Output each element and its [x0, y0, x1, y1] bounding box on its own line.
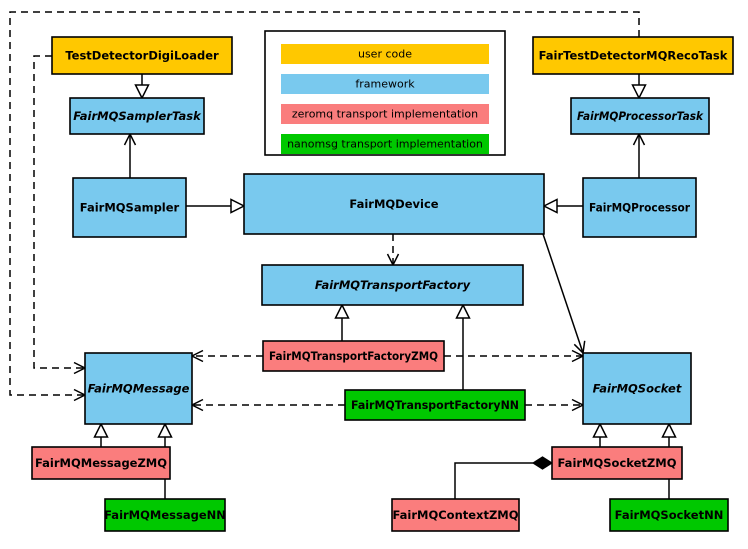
edge-FairMQSampler-to-FairMQDevice — [186, 198, 246, 214]
edge-FairMQContextZMQ-to-FairMQSocketZMQ — [454, 456, 554, 499]
generalization-arrowhead — [334, 303, 350, 319]
edge-line — [542, 233, 584, 354]
class-node-FairMQSamplerTask[interactable]: FairMQSamplerTask — [69, 97, 205, 135]
edge-FairMQProcessor-to-FairMQProcessorTask — [632, 132, 646, 178]
edge-FairMQProcessor-to-FairMQDevice — [542, 198, 583, 214]
edge-line — [9, 11, 640, 396]
class-node-box[interactable] — [261, 264, 524, 306]
class-node-FairMQSocket[interactable]: FairMQSocket — [582, 352, 692, 425]
edge-line — [454, 462, 533, 499]
class-node-FairMQTransportFactoryNN[interactable]: FairMQTransportFactoryNN — [344, 389, 526, 421]
edges-layer — [9, 11, 677, 499]
legend-item-3: nanomsg transport implementation — [281, 134, 489, 154]
class-node-box[interactable] — [344, 389, 526, 421]
legend-layer: user code framework zeromq transport imple… — [264, 30, 506, 156]
class-node-FairMQDevice[interactable]: FairMQDevice — [243, 173, 545, 235]
class-node-box[interactable] — [262, 340, 445, 372]
class-node-box[interactable] — [51, 36, 233, 75]
class-node-FairMQProcessor[interactable]: FairMQProcessor — [582, 177, 697, 238]
class-node-box[interactable] — [72, 177, 187, 238]
class-node-FairMQTransportFactory[interactable]: FairMQTransportFactory — [261, 264, 524, 306]
legend-swatch — [281, 134, 489, 154]
class-node-FairTestDetectorMQRecoTask[interactable]: FairTestDetectorMQRecoTask — [532, 36, 734, 75]
legend-item-1: framework — [281, 74, 489, 94]
legend-swatch — [281, 74, 489, 94]
edge-FairMQTransportFactoryZMQ-to-FairMQSocket — [444, 349, 585, 363]
class-node-box[interactable] — [551, 446, 683, 480]
edge-FairMQTransportFactoryZMQ-to-FairMQTransportFactory — [334, 303, 350, 341]
edge-FairMQDevice-to-FairMQTransportFactory — [386, 234, 400, 267]
class-node-FairMQMessageZMQ[interactable]: FairMQMessageZMQ — [31, 446, 171, 480]
class-node-box[interactable] — [609, 498, 729, 532]
class-node-box[interactable] — [582, 177, 697, 238]
class-node-FairMQProcessorTask[interactable]: FairMQProcessorTask — [570, 97, 710, 135]
class-node-FairMQSocketNN[interactable]: FairMQSocketNN — [609, 498, 729, 532]
generalization-arrowhead — [230, 198, 246, 214]
generalization-arrowhead — [93, 422, 109, 438]
edge-FairMQTransportFactoryNN-to-FairMQTransportFactory — [455, 303, 471, 390]
class-node-box[interactable] — [570, 97, 710, 135]
generalization-arrowhead — [631, 84, 647, 100]
generalization-arrowhead — [661, 422, 677, 438]
class-node-box[interactable] — [243, 173, 545, 235]
class-node-FairMQTransportFactoryZMQ[interactable]: FairMQTransportFactoryZMQ — [262, 340, 445, 372]
class-node-box[interactable] — [84, 352, 193, 425]
class-node-FairMQSocketZMQ[interactable]: FairMQSocketZMQ — [551, 446, 683, 480]
edge-FairMQSampler-to-FairMQSamplerTask — [123, 132, 137, 178]
legend-item-0: user code — [281, 44, 489, 64]
class-node-FairMQContextZMQ[interactable]: FairMQContextZMQ — [391, 498, 520, 532]
legend-swatch — [281, 44, 489, 64]
class-node-box[interactable] — [532, 36, 734, 75]
class-node-box[interactable] — [69, 97, 205, 135]
generalization-arrowhead — [592, 422, 608, 438]
class-node-TestDetectorDigiLoader[interactable]: TestDetectorDigiLoader — [51, 36, 233, 75]
edge-FairMQTransportFactoryNN-to-FairMQSocket — [525, 398, 585, 412]
class-node-box[interactable] — [391, 498, 520, 532]
edge-TestDetectorDigiLoader-to-FairMQSamplerTask — [134, 74, 150, 100]
edge-FairMQSocketZMQ-to-FairMQSocket — [592, 422, 608, 447]
edge-line — [33, 55, 85, 369]
class-node-box[interactable] — [104, 498, 226, 532]
legend-item-2: zeromq transport implementation — [281, 104, 489, 124]
generalization-arrowhead — [455, 303, 471, 319]
legend-swatch — [281, 104, 489, 124]
class-node-FairMQSampler[interactable]: FairMQSampler — [72, 177, 187, 238]
edge-FairMQTransportFactoryNN-to-FairMQMessage — [190, 398, 345, 412]
class-node-box[interactable] — [31, 446, 171, 480]
edge-FairMQTransportFactoryZMQ-to-FairMQMessage — [190, 349, 263, 363]
edge-FairMQMessageZMQ-to-FairMQMessage — [93, 422, 109, 447]
generalization-arrowhead — [134, 84, 150, 100]
legend: user code framework zeromq transport imple… — [264, 30, 506, 156]
class-node-FairMQMessageNN[interactable]: FairMQMessageNN — [104, 498, 226, 532]
class-node-box[interactable] — [582, 352, 692, 425]
edge-FairMQDevice-to-FairMQSocket — [542, 233, 586, 355]
generalization-arrowhead — [157, 422, 173, 438]
generalization-arrowhead — [542, 198, 558, 214]
edge-FairTestDetectorMQRecoTask-to-FairMQProcessorTask — [631, 74, 647, 100]
composition-diamond — [531, 456, 554, 470]
class-node-FairMQMessage[interactable]: FairMQMessage — [84, 352, 193, 425]
